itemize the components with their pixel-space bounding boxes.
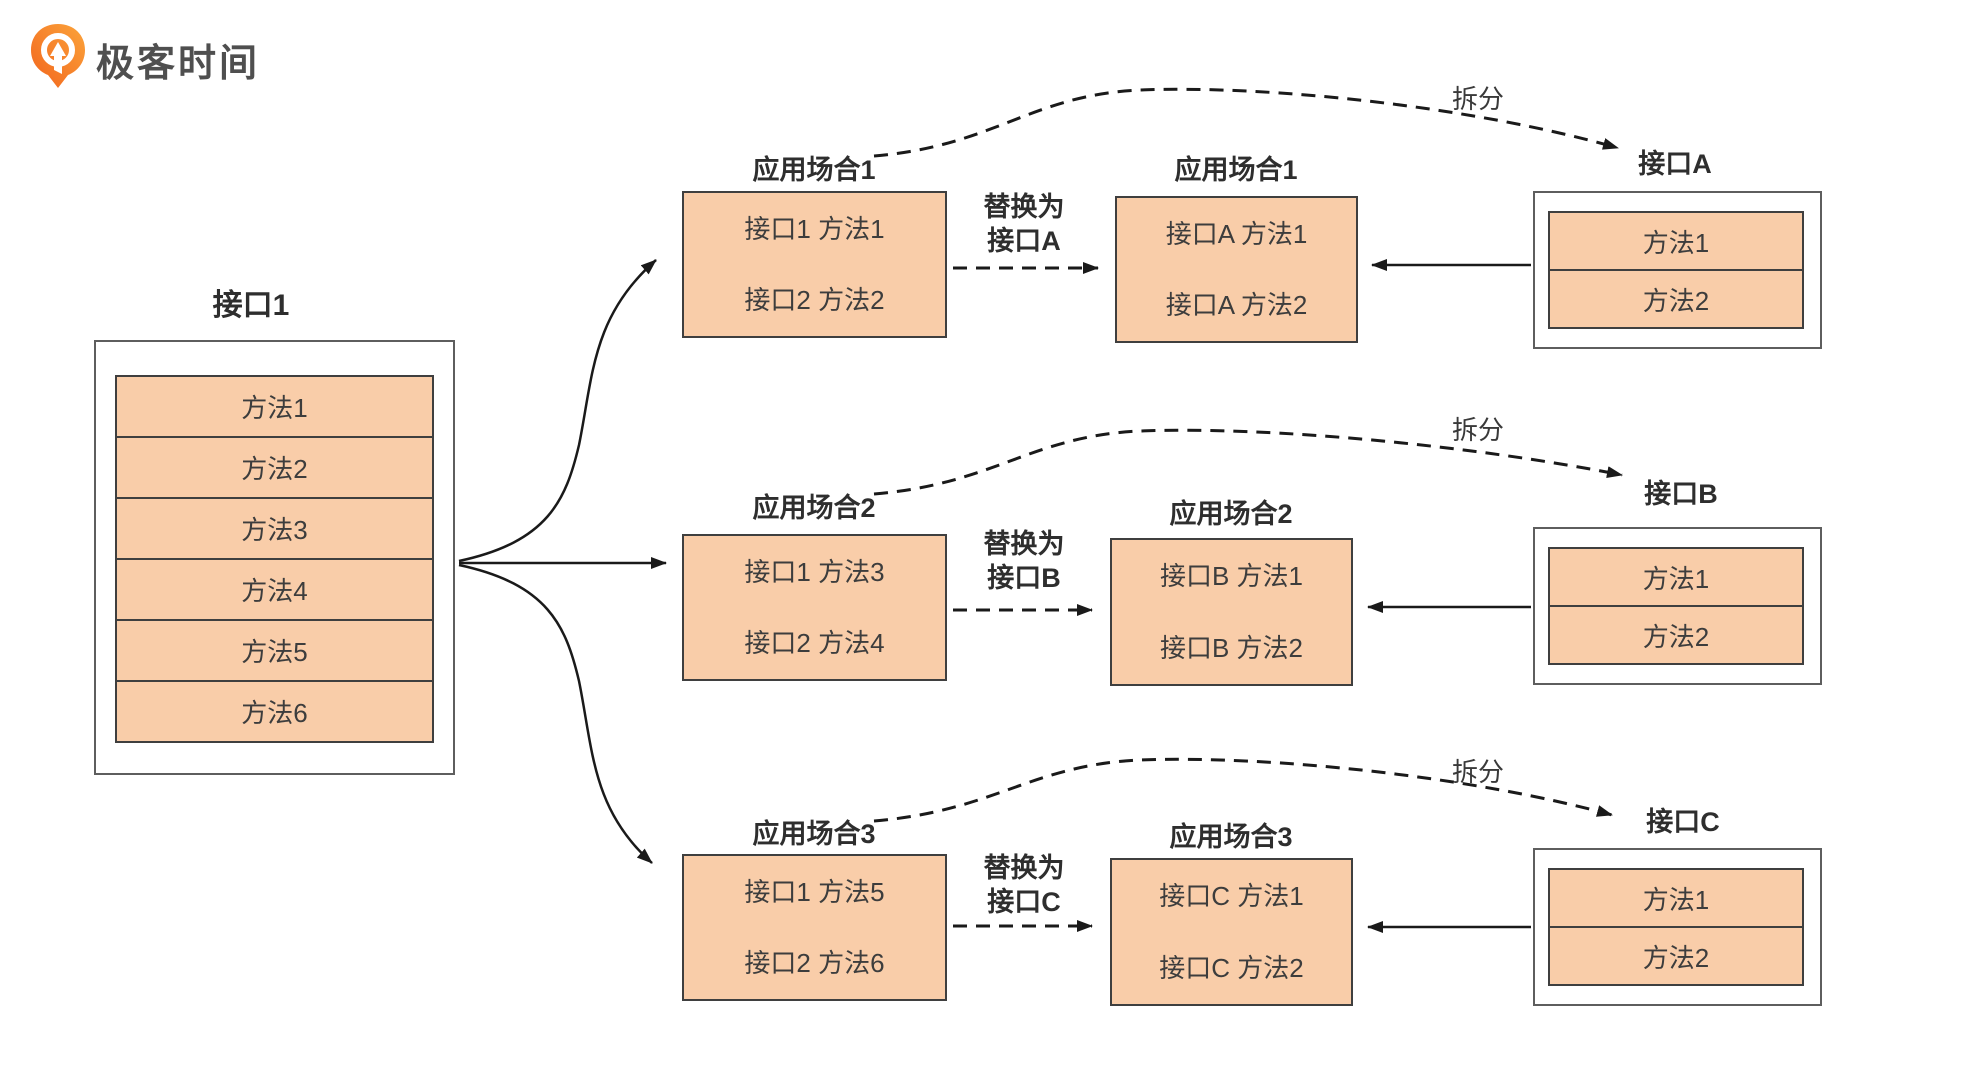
interface1-title: 接口1 [212,289,290,322]
replace-label-row2-line2: 接口B [987,563,1061,593]
scenario2-after-line1: 接口B 方法1 [1159,561,1304,591]
replace-label-row3: 替换为 接口C [984,851,1065,919]
method-cell: 方法1 [1548,547,1804,607]
scenario1-after-label: 应用场合1 [1174,155,1298,185]
scenario1-after-line2: 接口A 方法2 [1165,290,1308,321]
scenario3-after-label: 应用场合3 [1169,822,1293,852]
brand-name: 极客时间 [96,43,261,85]
method-cell: 方法2 [115,436,434,499]
replace-label-row3-line2: 接口C [987,887,1061,917]
replace-label-row1-line2: 接口A [987,226,1061,256]
scenario1-before-line1: 接口1 方法1 [744,213,885,244]
scenario3-after-line2: 接口C 方法2 [1159,953,1304,983]
scenario2-after-label: 应用场合2 [1169,499,1293,529]
method-cell: 方法2 [1548,926,1804,986]
interfaceA-method-list: 方法1 方法2 [1548,211,1804,329]
scenario3-before-box: 接口1 方法5 接口2 方法6 [682,854,947,1001]
scenario1-after-line1: 接口A 方法1 [1165,218,1308,249]
scenario3-before-line2: 接口2 方法6 [744,948,885,979]
split-label-row1: 拆分 [1451,84,1505,114]
scenario1-before-box: 接口1 方法1 接口2 方法2 [682,191,947,338]
interface1-method-list: 方法1 方法2 方法3 方法4 方法5 方法6 [115,375,434,743]
scenario1-after-box: 接口A 方法1 接口A 方法2 [1115,196,1358,343]
scenario2-before-line1: 接口1 方法3 [744,556,885,587]
fan-arrow-to-scenario1 [458,259,657,563]
method-cell: 方法6 [115,680,434,743]
method-cell: 方法3 [115,497,434,560]
split-arrow-row1 [873,87,1619,158]
interfaceB-method-list: 方法1 方法2 [1548,547,1804,665]
interfaceC-title: 接口C [1646,807,1720,837]
method-cell: 方法2 [1548,269,1804,329]
scenario1-before-label: 应用场合1 [752,155,876,185]
scenario2-before-box: 接口1 方法3 接口2 方法4 [682,534,947,681]
replace-label-row1: 替换为 接口A [984,190,1065,258]
fan-arrow-to-scenario3 [458,563,653,864]
method-cell: 方法1 [1548,868,1804,928]
scenario3-before-line1: 接口1 方法5 [744,876,885,907]
scenario2-before-line2: 接口2 方法4 [744,628,885,659]
split-label-row3: 拆分 [1451,757,1505,787]
geektime-logo-icon [31,24,85,88]
scenario2-after-box: 接口B 方法1 接口B 方法2 [1110,538,1353,686]
replace-label-row2-line1: 替换为 [983,529,1065,559]
replace-label-row3-line1: 替换为 [983,853,1065,883]
split-arrow-row2 [873,428,1623,496]
method-cell: 方法4 [115,558,434,621]
method-cell: 方法1 [115,375,434,438]
scenario2-before-label: 应用场合2 [752,493,876,523]
interfaceA-title: 接口A [1638,149,1712,179]
interfaceB-title: 接口B [1644,479,1718,509]
scenario3-before-label: 应用场合3 [752,819,876,849]
scenario3-after-line1: 接口C 方法1 [1159,881,1304,911]
method-cell: 方法1 [1548,211,1804,271]
interfaceC-method-list: 方法1 方法2 [1548,868,1804,986]
scenario3-after-box: 接口C 方法1 接口C 方法2 [1110,858,1353,1006]
replace-label-row1-line1: 替换为 [983,192,1065,222]
method-cell: 方法2 [1548,605,1804,665]
scenario1-before-line2: 接口2 方法2 [744,285,885,316]
method-cell: 方法5 [115,619,434,682]
replace-label-row2: 替换为 接口B [984,527,1065,595]
scenario2-after-line2: 接口B 方法2 [1159,633,1304,663]
split-label-row2: 拆分 [1451,415,1505,445]
